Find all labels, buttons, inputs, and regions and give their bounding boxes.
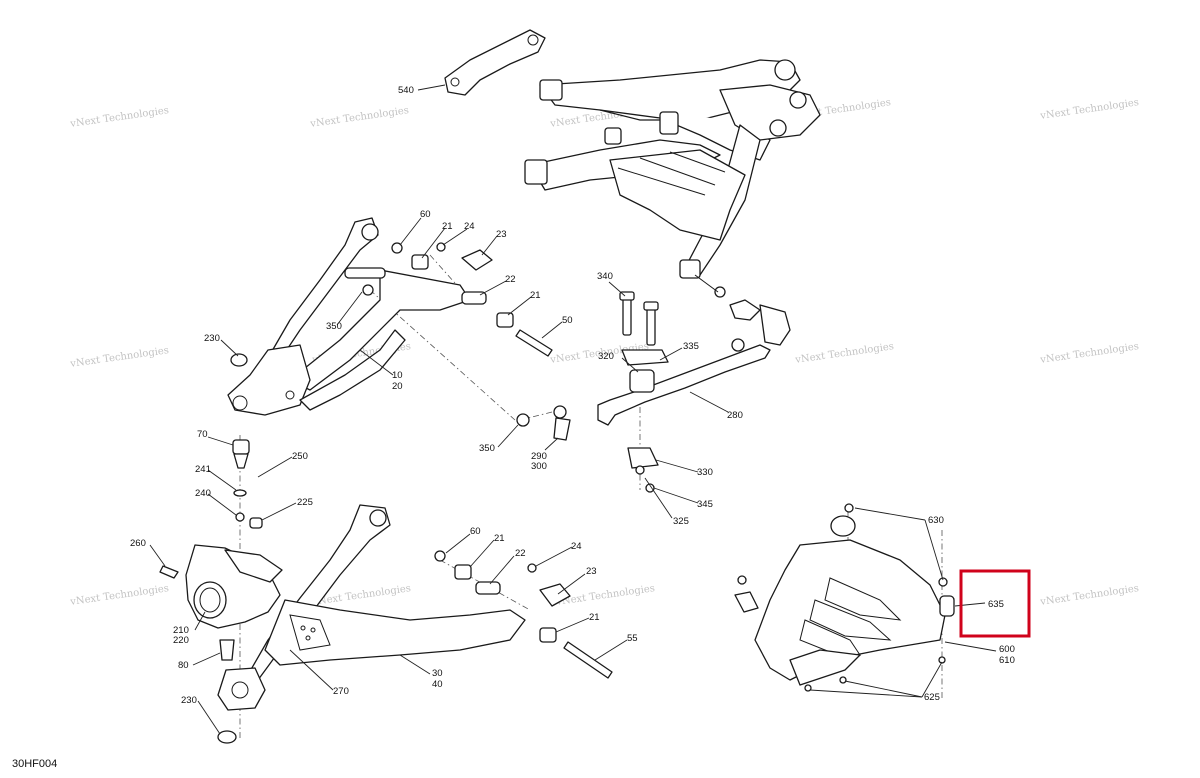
callout-60: 60 <box>420 209 431 220</box>
callout-60: 60 <box>470 526 481 537</box>
watermark: vNext Technologies <box>794 341 895 366</box>
watermark: vNext Technologies <box>69 345 170 370</box>
callout-280: 280 <box>727 410 743 421</box>
callout-22: 22 <box>505 274 516 285</box>
callout-600: 600 <box>999 644 1015 655</box>
callout-labels: 540 60 21 24 23 22 21 50 350 230 10 20 3… <box>130 85 1015 706</box>
callout-70: 70 <box>197 429 208 440</box>
callout-30: 30 <box>432 668 443 679</box>
callout-325: 325 <box>673 516 689 527</box>
callout-23: 23 <box>496 229 507 240</box>
callout-80: 80 <box>178 660 189 671</box>
callout-635: 635 <box>988 599 1004 610</box>
callout-21: 21 <box>589 612 600 623</box>
callout-250: 250 <box>292 451 308 462</box>
callout-270: 270 <box>333 686 349 697</box>
callout-610: 610 <box>999 655 1015 666</box>
callout-300: 300 <box>531 461 547 472</box>
callout-290: 290 <box>531 451 547 462</box>
callout-230: 230 <box>181 695 197 706</box>
callout-225: 225 <box>297 497 313 508</box>
callout-40: 40 <box>432 679 443 690</box>
callout-320: 320 <box>598 351 614 362</box>
callout-21: 21 <box>530 290 541 301</box>
callout-345: 345 <box>697 499 713 510</box>
highlight-box-635[interactable] <box>959 569 1031 638</box>
watermark: vNext Technologies <box>1039 341 1140 366</box>
watermark: vNext Technologies <box>309 105 410 130</box>
callout-625: 625 <box>924 692 940 703</box>
callout-260: 260 <box>130 538 146 549</box>
rear-suspension-assembly <box>524 59 821 298</box>
callout-240: 240 <box>195 488 211 499</box>
skid-plate-assembly <box>734 503 955 692</box>
knuckle-assembly <box>159 439 283 744</box>
callout-21: 21 <box>494 533 505 544</box>
callout-50: 50 <box>562 315 573 326</box>
callout-630: 630 <box>928 515 944 526</box>
leader-lines <box>149 84 997 735</box>
callout-55: 55 <box>627 633 638 644</box>
callout-350: 350 <box>326 321 342 332</box>
bracket-540 <box>444 29 546 96</box>
callout-241: 241 <box>195 464 211 475</box>
callout-24: 24 <box>571 541 582 552</box>
watermark: vNext Technologies <box>69 583 170 608</box>
lower-a-arm <box>217 504 526 711</box>
watermark: vNext Technologies <box>1039 97 1140 122</box>
callout-22: 22 <box>515 548 526 559</box>
sway-bar-assembly <box>516 291 791 493</box>
callout-10: 10 <box>392 370 403 381</box>
callout-210: 210 <box>173 625 189 636</box>
figure-code: 30HF004 <box>12 758 57 770</box>
callout-23: 23 <box>586 566 597 577</box>
callout-540: 540 <box>398 85 414 96</box>
callout-330: 330 <box>697 467 713 478</box>
callout-350: 350 <box>479 443 495 454</box>
callout-220: 220 <box>173 635 189 646</box>
callout-24: 24 <box>464 221 475 232</box>
callout-335: 335 <box>683 341 699 352</box>
callout-20: 20 <box>392 381 403 392</box>
callout-230: 230 <box>204 333 220 344</box>
callout-21: 21 <box>442 221 453 232</box>
callout-340: 340 <box>597 271 613 282</box>
lower-arm-hardware <box>434 550 613 679</box>
watermark: vNext Technologies <box>1039 583 1140 608</box>
upper-a-arm <box>227 217 471 416</box>
watermark: vNext Technologies <box>69 105 170 130</box>
